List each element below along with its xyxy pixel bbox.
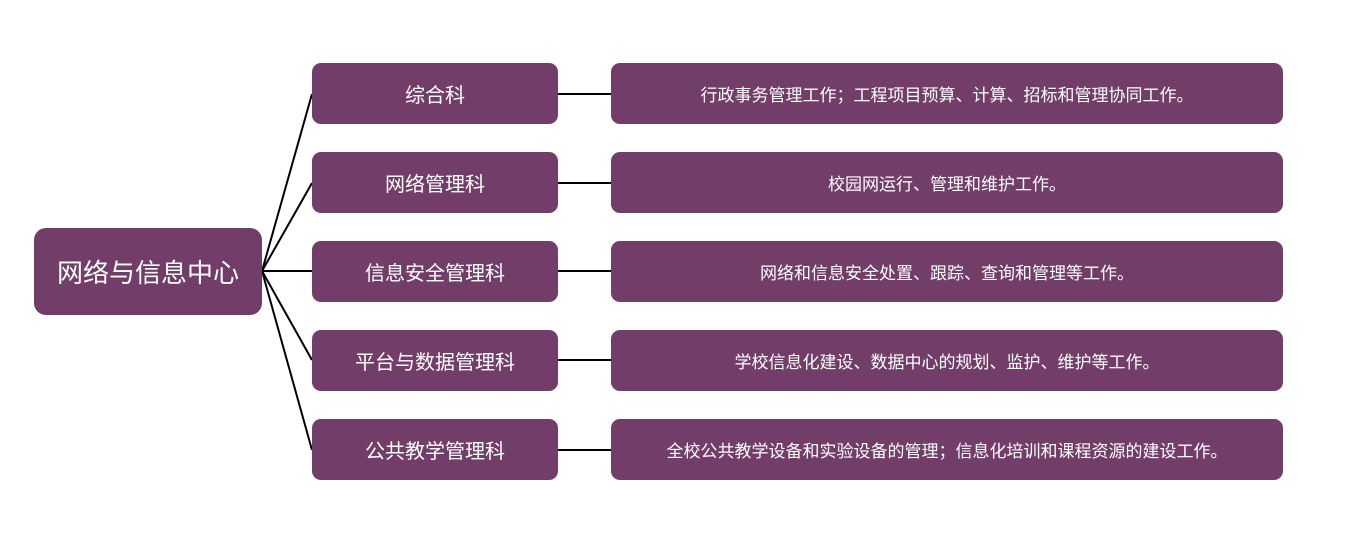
- duty-node: 校园网运行、管理和维护工作。: [611, 152, 1283, 213]
- connector-root-4: [261, 270, 313, 451]
- department-node: 综合科: [312, 63, 558, 124]
- department-node: 公共教学管理科: [312, 419, 558, 480]
- department-node: 网络管理科: [312, 152, 558, 213]
- duty-node: 行政事务管理工作；工程项目预算、计算、招标和管理协同工作。: [611, 63, 1283, 124]
- department-node: 平台与数据管理科: [312, 330, 558, 391]
- department-node: 信息安全管理科: [312, 241, 558, 302]
- connector-root-0: [261, 93, 313, 272]
- connector-root-1: [261, 182, 313, 272]
- duty-node: 全校公共教学设备和实验设备的管理；信息化培训和课程资源的建设工作。: [611, 419, 1283, 480]
- duty-node: 学校信息化建设、数据中心的规划、监护、维护等工作。: [611, 330, 1283, 391]
- root-node: 网络与信息中心: [34, 228, 262, 315]
- duty-node: 网络和信息安全处置、跟踪、查询和管理等工作。: [611, 241, 1283, 302]
- connector-root-3: [261, 270, 313, 361]
